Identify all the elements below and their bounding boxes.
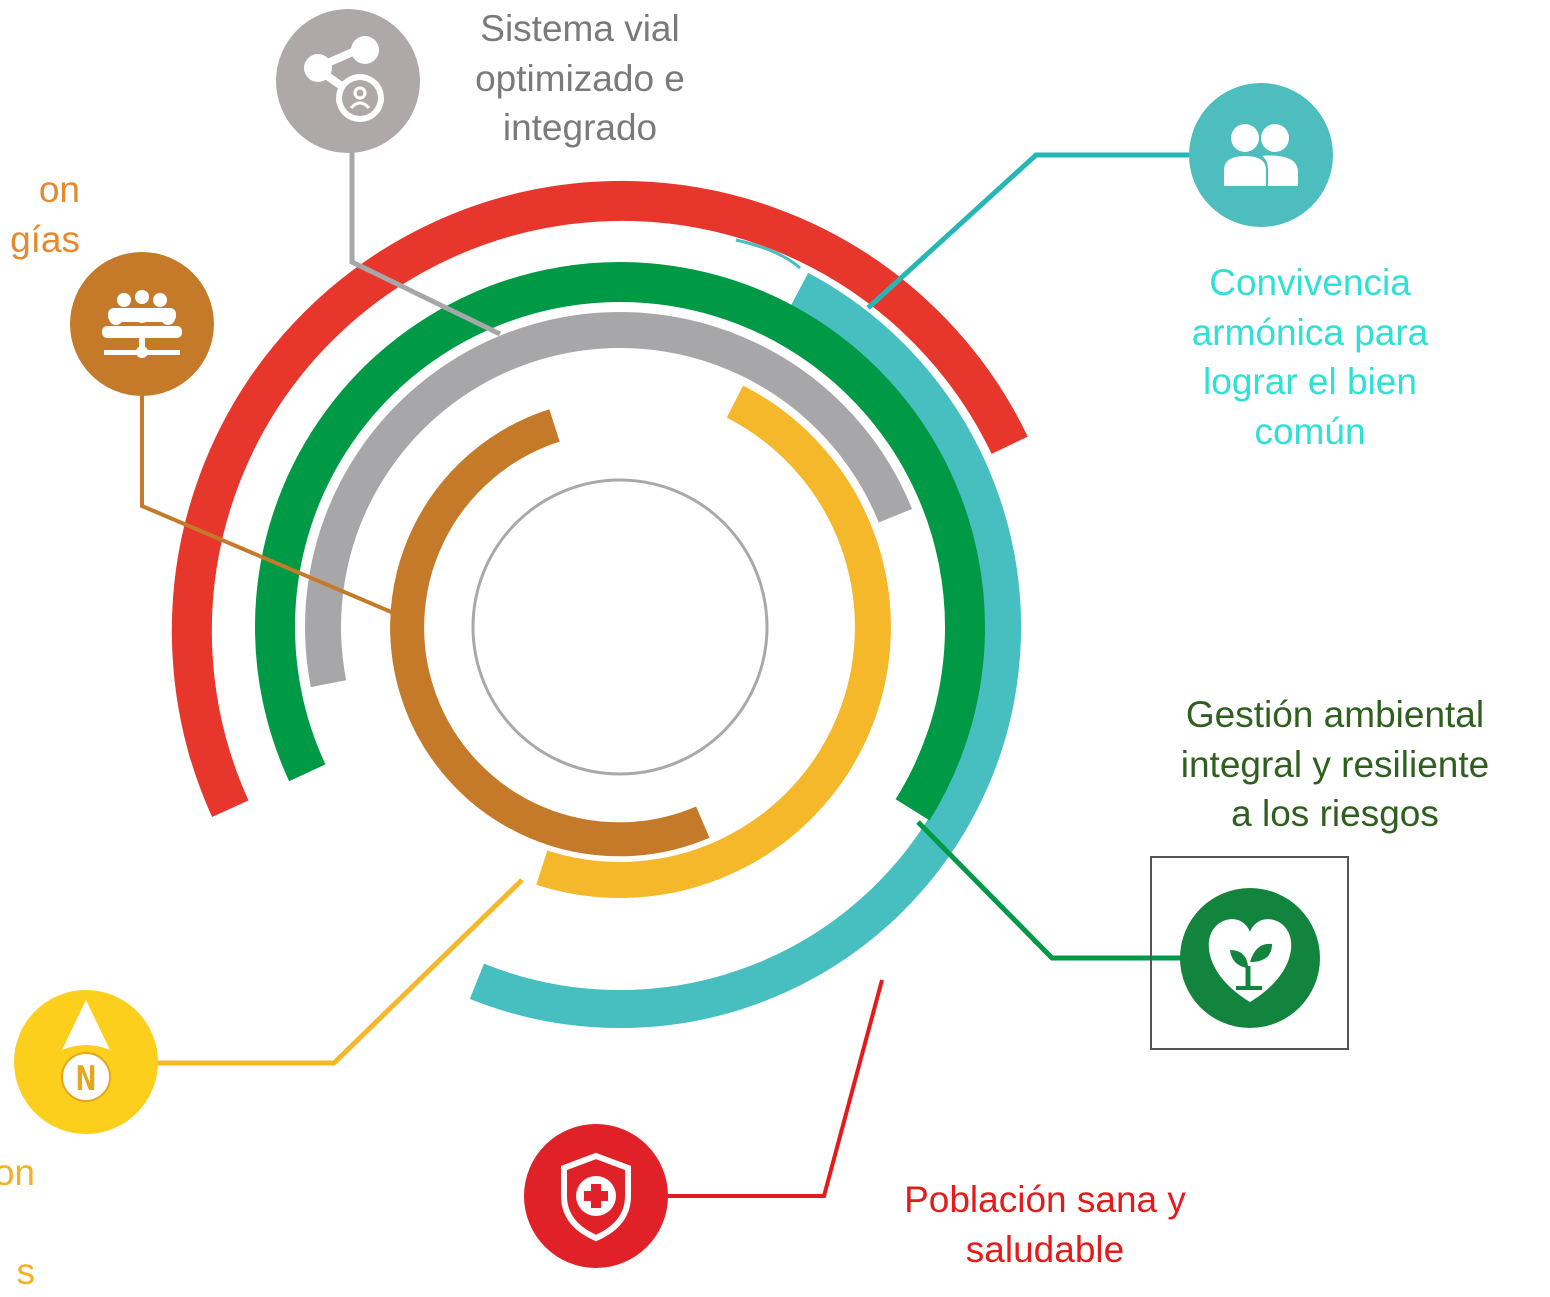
connector-gestion [916,820,1188,961]
north-arrow-icon: N [61,1000,111,1102]
label-cut-top-left: on gías [0,165,80,264]
label-line [0,1198,35,1248]
ring-red [171,180,1028,817]
label-line: Sistema vial [480,8,680,49]
heart-sprout-icon [1208,919,1292,1002]
ring-teal [469,272,1022,1029]
gestion-frame [1150,856,1349,1050]
label-line: Convivencia [1209,262,1411,303]
label-sistema-vial: Sistema vial optimizado e integrado [430,4,730,153]
teal-thin-accent [735,238,802,270]
label-line: integrado [502,107,658,149]
label-line: Población sana y [904,1179,1186,1220]
ring-gray [305,311,913,688]
group-icon [1224,124,1298,186]
label-line: optimizado e [475,57,685,99]
label-line: gías [10,218,80,260]
label-line: a los riesgos [1231,793,1439,835]
connector-poblacion [668,979,884,1198]
connector-vial [349,150,502,337]
node-poblacion[interactable] [524,1124,668,1268]
label-poblacion: Población sana y saludable [860,1175,1230,1274]
share-person-icon [304,36,384,122]
ring-yellow [536,385,891,898]
node-convivencia[interactable] [1189,83,1333,227]
label-line: saludable [965,1228,1125,1270]
shield-plus-icon [561,1152,631,1242]
node-gestion[interactable] [1180,888,1320,1028]
label-line: común [1254,410,1366,452]
label-gestion-ambiental: Gestión ambiental integral y resiliente … [1130,690,1540,839]
ring-green [255,262,985,821]
label-line: on [38,169,80,210]
connector-orange [140,396,397,616]
ring-orange [390,409,710,857]
label-cut-bottom-left: on s [0,1148,35,1297]
label-line: on [0,1152,35,1193]
north-letter: N [76,1059,96,1099]
center-circle [471,478,769,776]
connector-yellow [156,878,524,1066]
network-people-icon [102,290,182,358]
rings-group [171,180,1028,1029]
label-convivencia: Convivencia armónica para lograr el bien… [1140,258,1480,456]
node-yellow[interactable]: N [14,990,158,1134]
connector-convivencia [866,152,1190,310]
node-vial[interactable] [276,9,420,153]
node-orange[interactable] [70,252,214,396]
label-line: integral y resiliente [1180,743,1490,785]
label-line: Gestión ambiental [1185,694,1485,735]
label-line: lograr el bien [1203,361,1417,403]
label-line: s [16,1251,36,1293]
label-line: armónica para [1191,311,1429,353]
